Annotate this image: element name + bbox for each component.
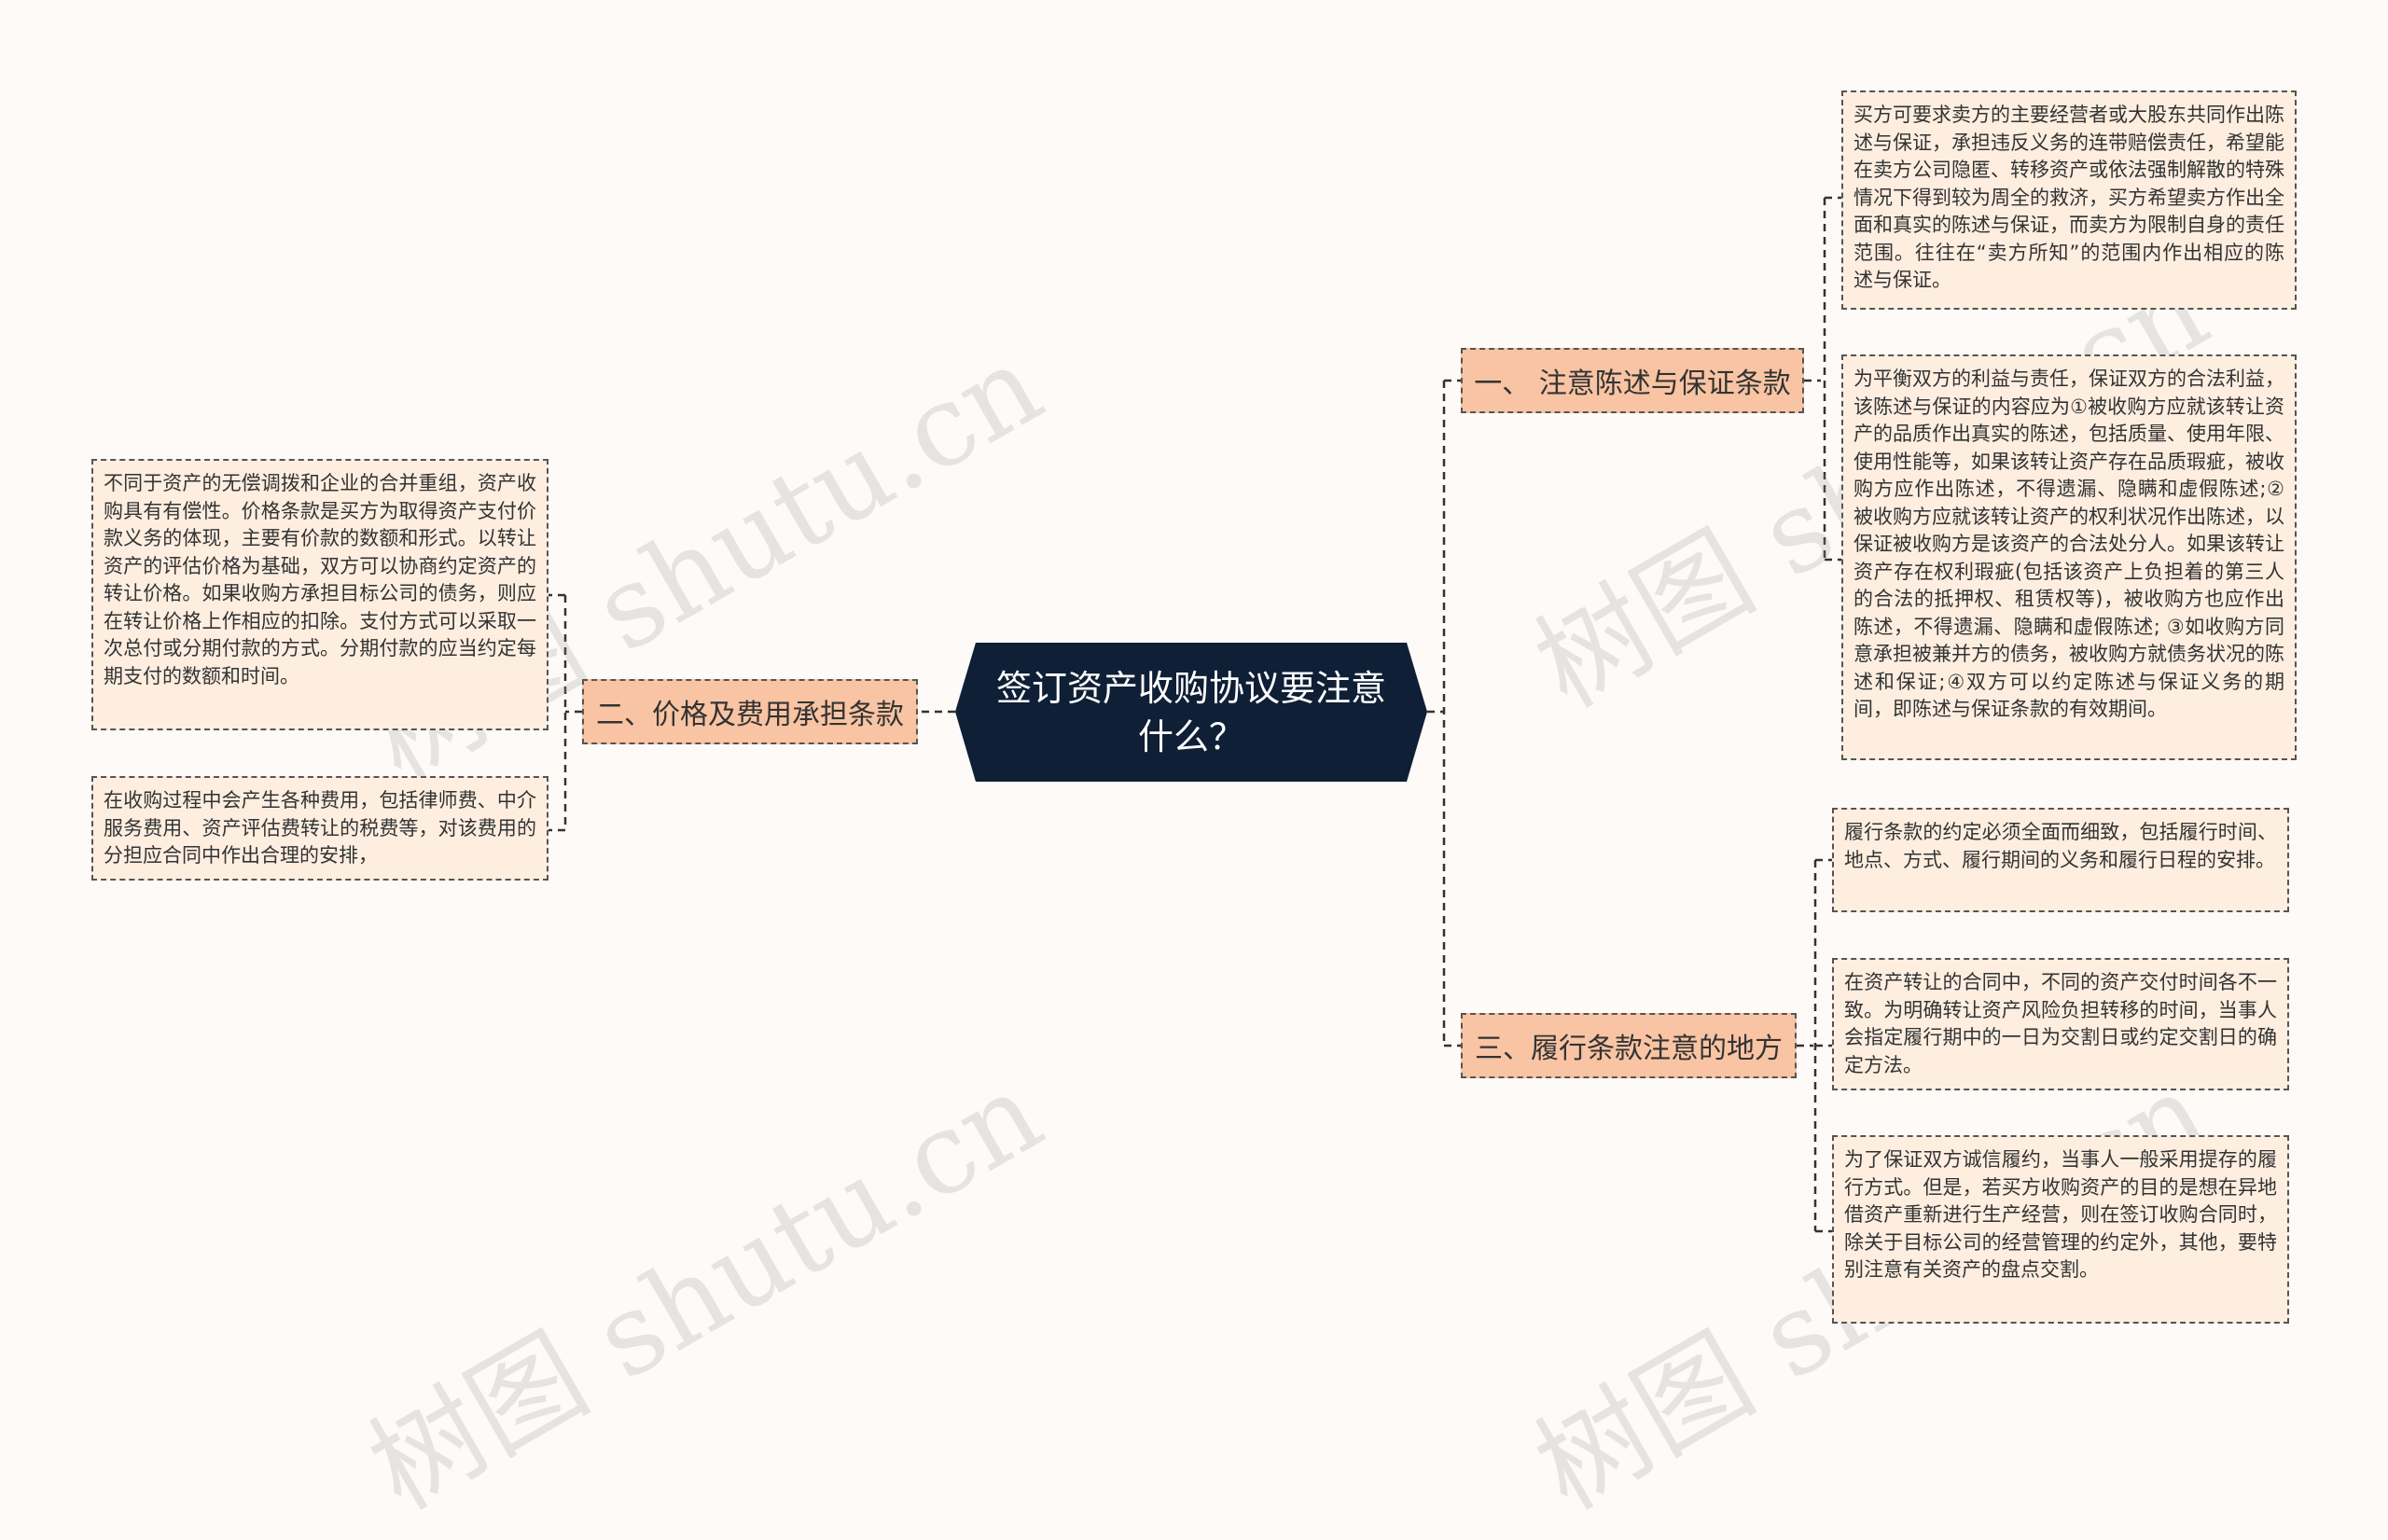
leaf-node-performance-3[interactable]: 为了保证双方诚信履约，当事人一般采用提存的履行方式。但是，若买方收购资产的目的是… [1832,1135,2289,1324]
leaf-text: 为平衡双方的利益与责任，保证双方的合法利益，该陈述与保证的内容应为①被收购方应就… [1853,368,2284,720]
connector-branch2-leaves [548,593,582,832]
branch-node-warranty[interactable]: 一、 注意陈述与保证条款 [1461,348,1804,413]
leaf-node-price-1[interactable]: 不同于资产的无偿调拨和企业的合并重组，资产收购具有有偿性。价格条款是买方为取得资… [91,459,548,730]
central-topic-title: 签订资产收购协议要注意什么？ [995,667,1386,757]
leaf-text: 履行条款的约定必须全面而细致，包括履行时间、地点、方式、履行期间的义务和履行日程… [1844,821,2277,871]
connector-branch1-leaves [1804,196,1841,562]
leaf-node-performance-2[interactable]: 在资产转让的合同中，不同的资产交付时间各不一致。为明确转让资产风险负担转移的时间… [1832,958,2289,1090]
branch-node-performance[interactable]: 三、履行条款注意的地方 [1461,1013,1797,1078]
connector-lines [548,196,1841,1233]
branch-label: 一、 注意陈述与保证条款 [1474,368,1791,400]
central-topic-node[interactable]: 签订资产收购协议要注意什么？ [955,643,1427,782]
branch-node-price-costs[interactable]: 二、价格及费用承担条款 [582,679,918,744]
leaf-node-price-2[interactable]: 在收购过程中会产生各种费用，包括律师费、中介服务费用、资产评估费转让的税费等，对… [91,776,548,881]
connector-branch3-leaves [1797,858,1832,1233]
connector-center-right-trunk [1427,381,1446,1046]
leaf-node-warranty-1[interactable]: 买方可要求卖方的主要经营者或大股东共同作出陈述与保证，承担违反义务的连带赔偿责任… [1841,90,2297,310]
leaf-text: 买方可要求卖方的主要经营者或大股东共同作出陈述与保证，承担违反义务的连带赔偿责任… [1853,104,2284,291]
leaf-node-performance-1[interactable]: 履行条款的约定必须全面而细致，包括履行时间、地点、方式、履行期间的义务和履行日程… [1832,808,2289,912]
leaf-node-warranty-2[interactable]: 为平衡双方的利益与责任，保证双方的合法利益，该陈述与保证的内容应为①被收购方应就… [1841,354,2297,760]
branch-label: 三、履行条款注意的地方 [1475,1033,1783,1065]
leaf-text: 不同于资产的无偿调拨和企业的合并重组，资产收购具有有偿性。价格条款是买方为取得资… [104,472,536,687]
leaf-text: 在收购过程中会产生各种费用，包括律师费、中介服务费用、资产评估费转让的税费等，对… [104,789,536,867]
leaf-text: 在资产转让的合同中，不同的资产交付时间各不一致。为明确转让资产风险负担转移的时间… [1844,971,2277,1076]
leaf-text: 为了保证双方诚信履约，当事人一般采用提存的履行方式。但是，若买方收购资产的目的是… [1844,1148,2277,1281]
branch-label: 二、价格及费用承担条款 [596,699,904,731]
